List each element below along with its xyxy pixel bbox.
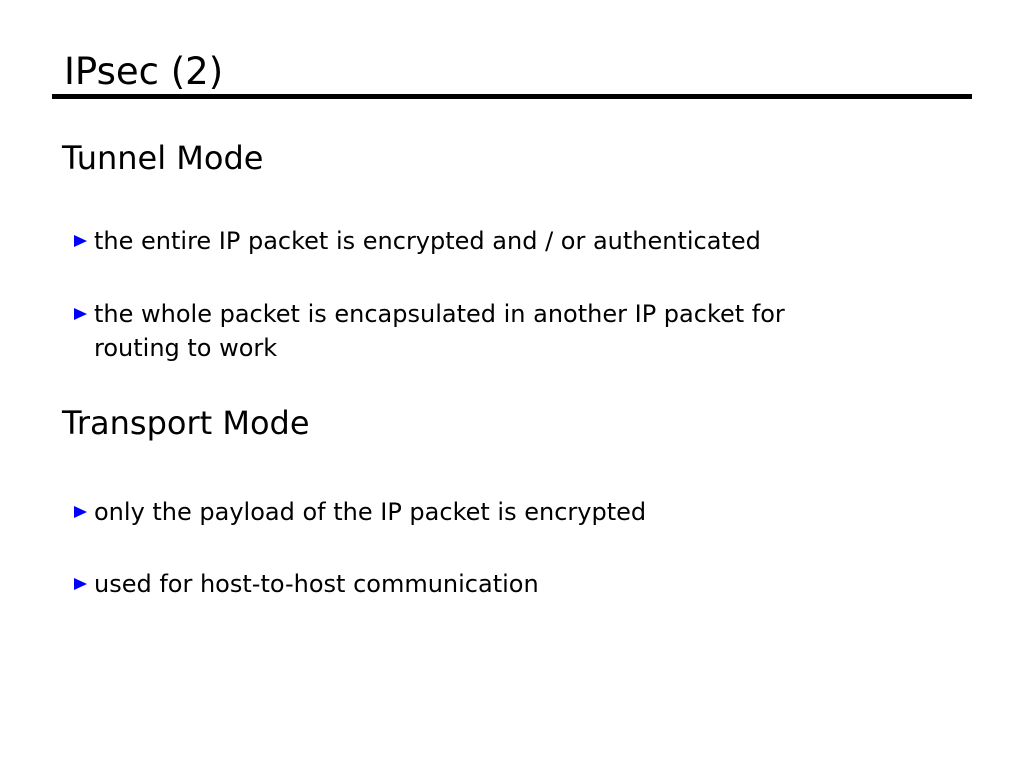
bullet-item: the whole packet is encapsulated in anot… [72, 297, 872, 365]
section-heading-tunnel-mode: Tunnel Mode [62, 139, 264, 177]
slide-title: IPsec (2) [64, 50, 224, 93]
bullet-item: used for host-to-host communication [72, 567, 872, 601]
bullet-item: the entire IP packet is encrypted and / … [72, 224, 872, 258]
section-heading-transport-mode: Transport Mode [62, 404, 310, 442]
triangle-right-icon [72, 495, 94, 529]
bullet-text: used for host-to-host communication [94, 570, 539, 598]
triangle-right-icon [72, 297, 94, 331]
triangle-right-icon [72, 224, 94, 258]
bullet-text: the whole packet is encapsulated in anot… [94, 300, 785, 362]
bullet-item: only the payload of the IP packet is enc… [72, 495, 872, 529]
bullet-text: only the payload of the IP packet is enc… [94, 498, 647, 526]
bullet-text: the entire IP packet is encrypted and / … [94, 227, 761, 255]
triangle-right-icon [72, 567, 94, 601]
title-divider [52, 94, 972, 99]
